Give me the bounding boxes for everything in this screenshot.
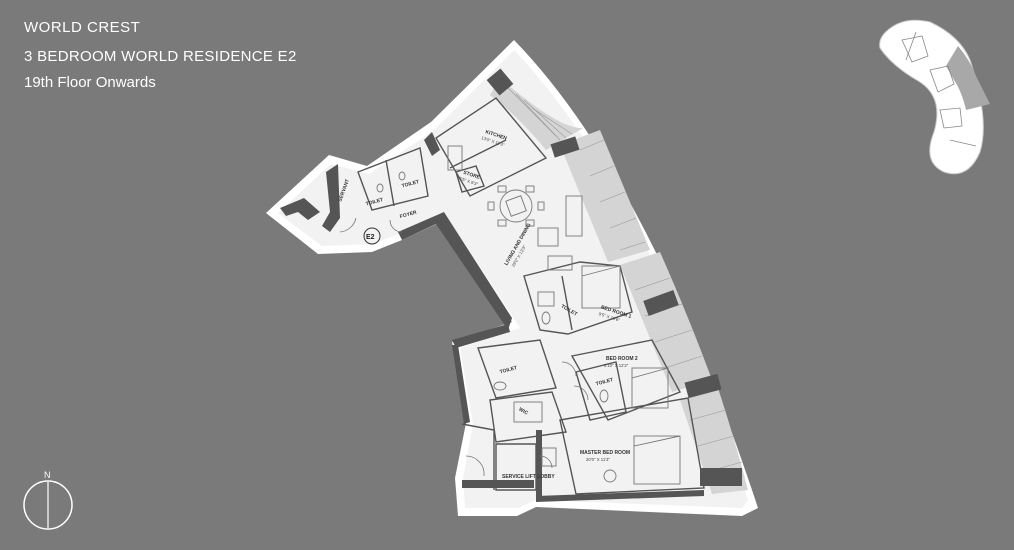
unit-marker: E2 (363, 227, 381, 245)
compass-circle (23, 480, 73, 530)
dims-bedroom1: 9'5" X 10'6" (598, 311, 621, 323)
coffee-table (537, 227, 559, 247)
door-swings (339, 217, 589, 477)
dims-store: 5'5" X 8'3" (459, 176, 480, 187)
dining-table (499, 189, 533, 223)
label-toilet-master: TOILET (499, 365, 518, 375)
dims-master-bedroom: 20'0" X 11'3" (586, 457, 610, 462)
label-toilet-bed2: TOILET (595, 377, 614, 387)
furniture (376, 145, 681, 485)
dims-bedroom2: 8'10" X 12'2" (604, 363, 629, 368)
svg-text:E2: E2 (366, 234, 375, 241)
balcony-strip (486, 68, 748, 494)
label-foyer: FOYER (399, 210, 418, 220)
label-wic: WIC (518, 407, 530, 417)
label-toilet-servant: TOILET (365, 197, 384, 207)
sofa (565, 195, 583, 237)
label-service-lift-lobby: SERVICE LIFT LOBBY (502, 474, 555, 480)
label-bedroom2: BED ROOM 2 (606, 356, 638, 362)
structural-walls (280, 132, 704, 502)
unit-type-title: 3 BEDROOM WORLD RESIDENCE E2 (24, 48, 297, 65)
master-bed (633, 435, 681, 485)
key-plan (879, 19, 990, 175)
interior-partitions (357, 97, 705, 495)
bed-2 (631, 367, 669, 409)
north-compass: N (23, 470, 73, 530)
project-title: WORLD CREST (24, 19, 141, 36)
label-toilet-powder: TOILET (401, 179, 420, 189)
floor-range-subtitle: 19th Floor Onwards (24, 74, 156, 91)
floor-area (278, 50, 748, 508)
label-store: STORE (462, 170, 481, 181)
label-master-bedroom: MASTER BED ROOM (580, 450, 630, 456)
north-label: N (44, 470, 51, 480)
bed-1 (581, 265, 621, 309)
